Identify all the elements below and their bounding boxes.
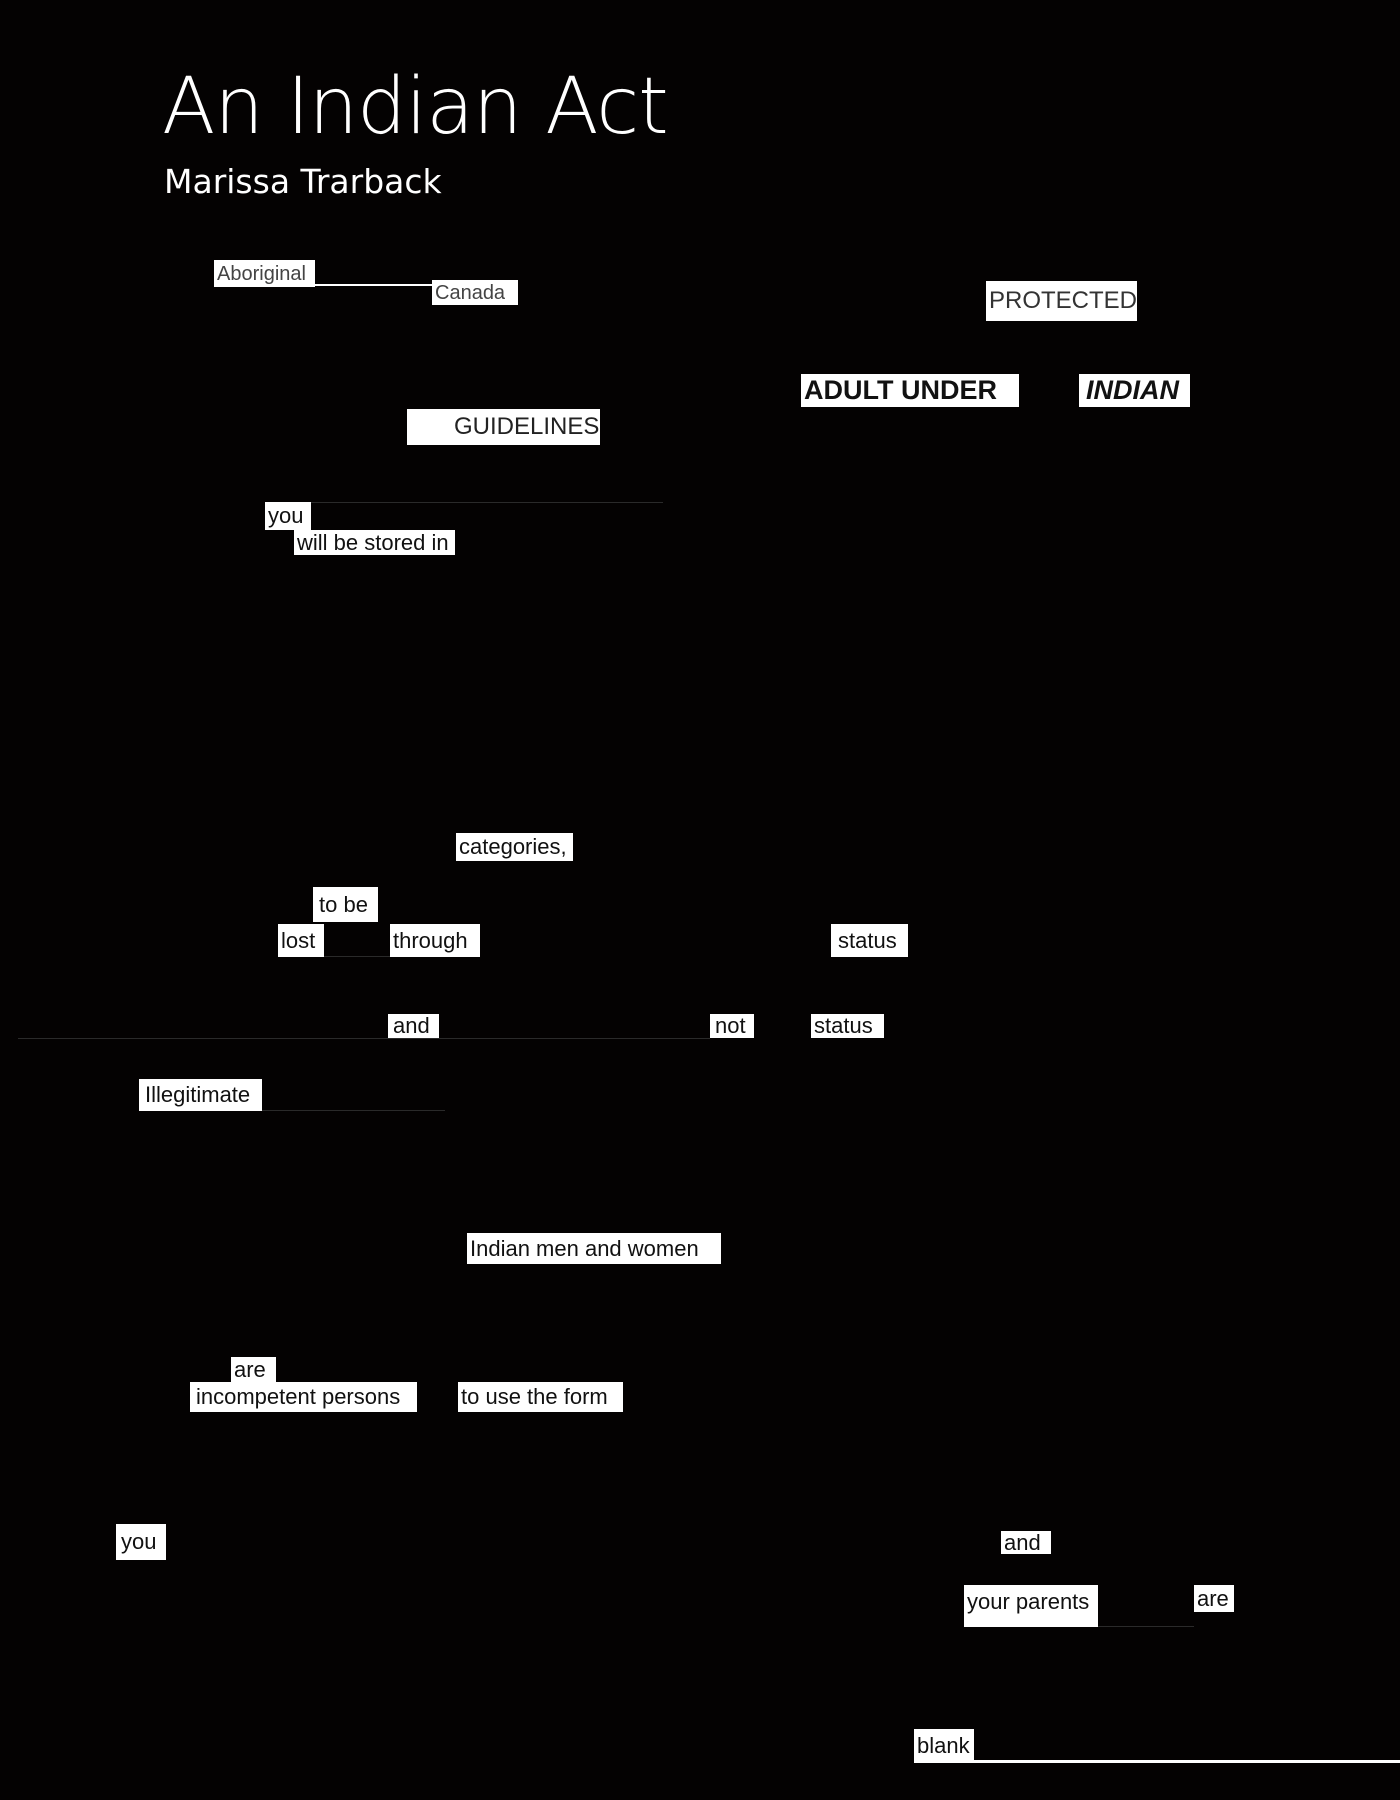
redaction-line bbox=[1098, 1626, 1194, 1627]
found-word: your parents bbox=[964, 1585, 1098, 1627]
redaction-line bbox=[315, 284, 432, 286]
found-word: INDIAN bbox=[1079, 374, 1190, 407]
found-word: status bbox=[811, 1014, 884, 1038]
found-word: you bbox=[265, 502, 311, 530]
found-word: Indian men and women bbox=[467, 1233, 721, 1264]
found-word: and bbox=[1001, 1531, 1051, 1554]
poem-author: Marissa Trarback bbox=[164, 162, 442, 201]
found-word: Canada bbox=[432, 280, 518, 305]
blank-line bbox=[974, 1760, 1400, 1763]
found-word: and bbox=[388, 1014, 439, 1038]
found-word: are bbox=[231, 1357, 276, 1382]
found-word: ADULT UNDER bbox=[801, 374, 1019, 407]
found-word: GUIDELINES bbox=[407, 409, 600, 445]
found-word: to be bbox=[313, 887, 378, 922]
found-word: status bbox=[831, 924, 908, 957]
found-word: lost bbox=[278, 924, 324, 957]
redaction-line bbox=[262, 1110, 445, 1111]
found-word: Illegitimate bbox=[139, 1079, 262, 1111]
found-word: categories, bbox=[456, 833, 573, 861]
redaction-line bbox=[18, 1038, 710, 1039]
redaction-line bbox=[311, 502, 663, 503]
found-word: incompetent persons bbox=[190, 1382, 417, 1412]
found-word: PROTECTED bbox=[986, 281, 1137, 321]
found-word: you bbox=[116, 1524, 166, 1560]
found-word: will be stored in bbox=[294, 530, 455, 555]
found-word: are bbox=[1194, 1585, 1234, 1612]
found-word: not bbox=[710, 1014, 754, 1038]
redaction-line bbox=[324, 956, 390, 957]
poem-title: An Indian Act bbox=[162, 62, 669, 152]
found-word: through bbox=[390, 924, 480, 957]
found-word: Aboriginal bbox=[214, 260, 315, 287]
found-word: to use the form bbox=[458, 1382, 623, 1412]
found-word: blank bbox=[914, 1729, 974, 1763]
